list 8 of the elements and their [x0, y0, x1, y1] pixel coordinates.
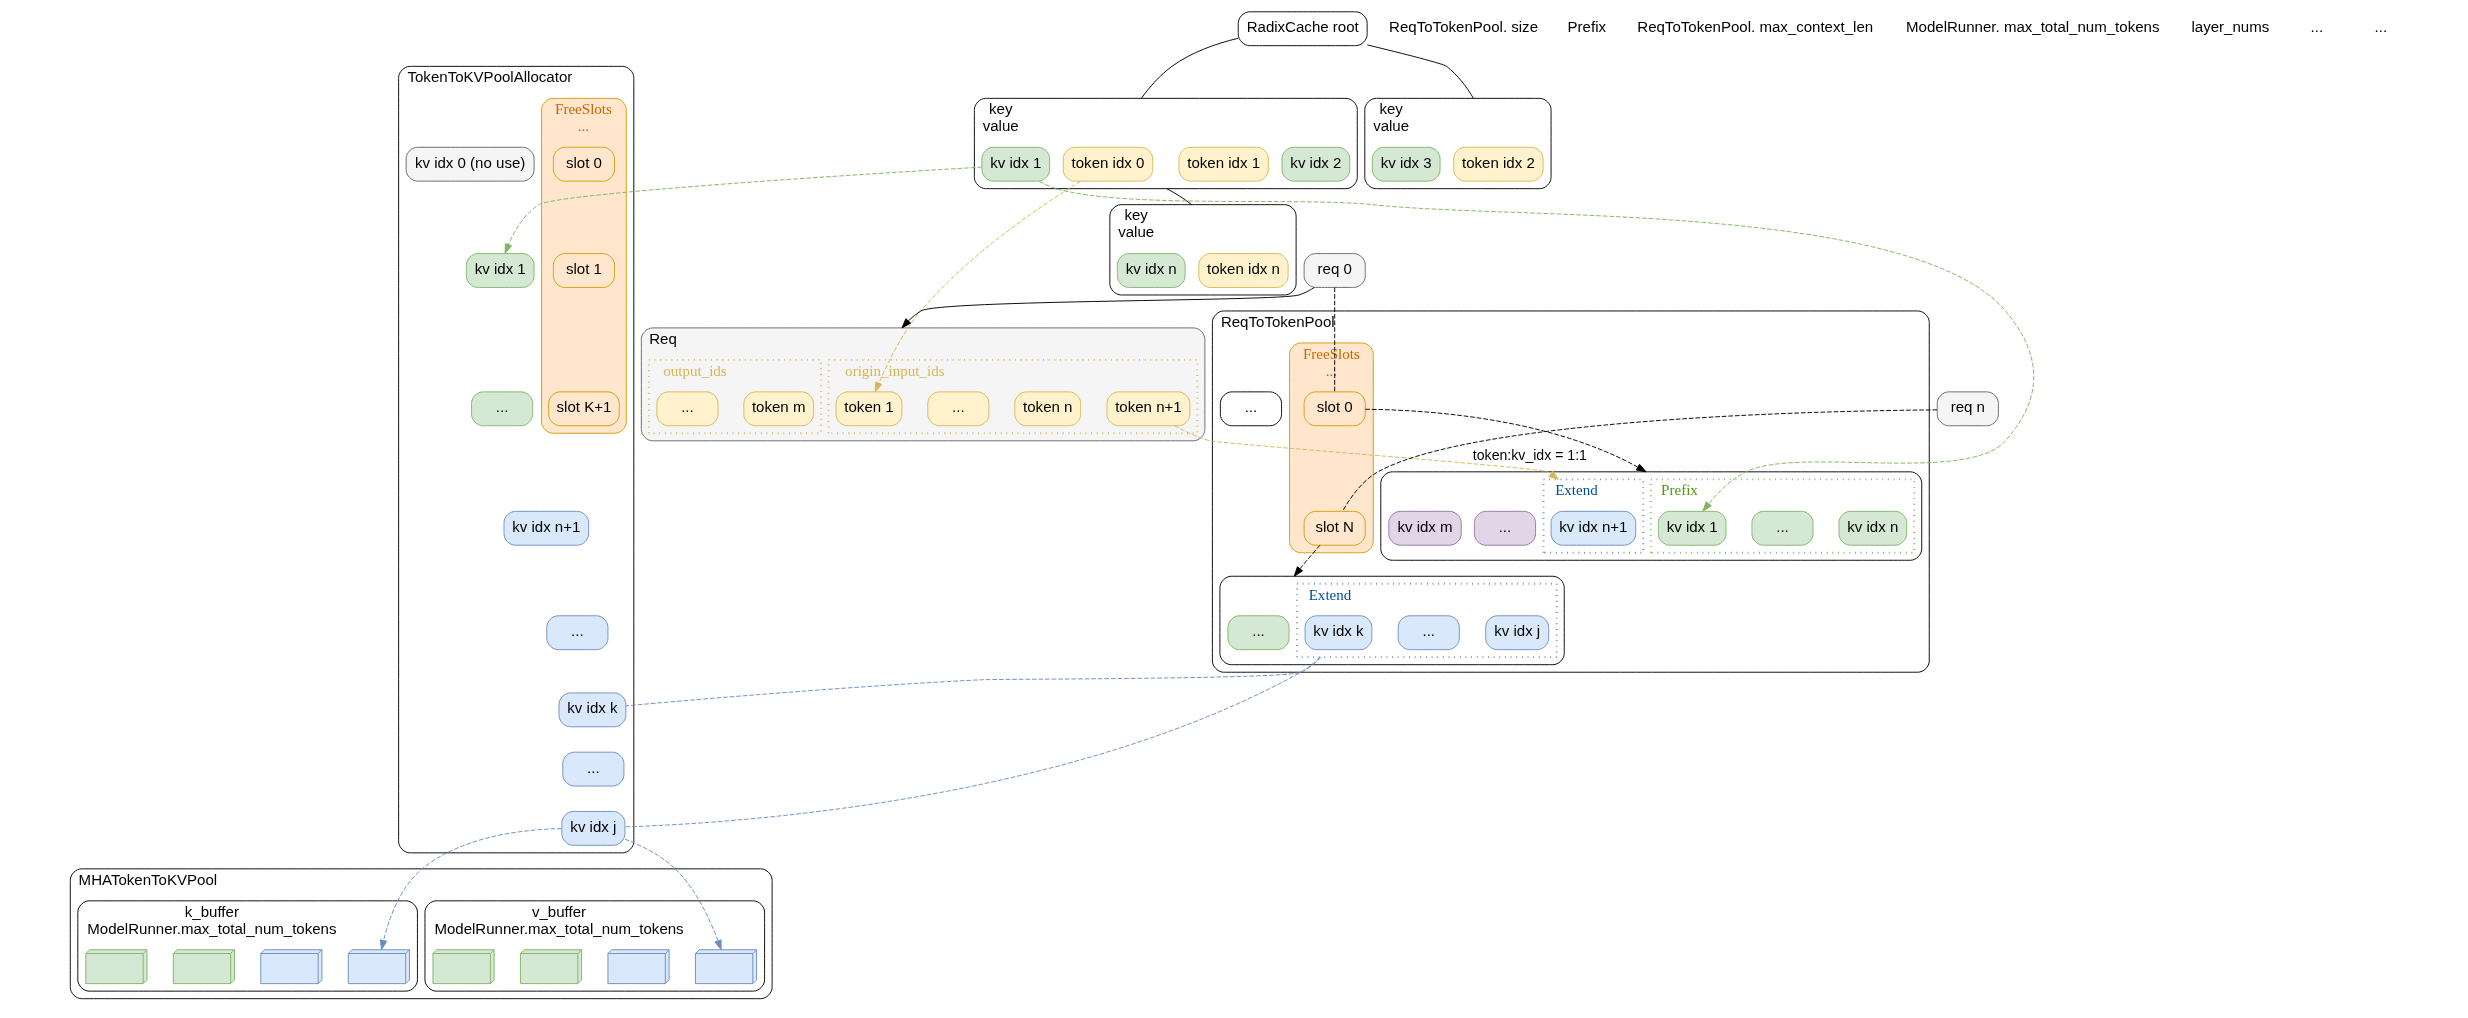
label: ModelRunner. max_total_num_tokens [1905, 18, 2159, 36]
label: Prefix [1567, 18, 1606, 36]
label: layer_nums [2190, 18, 2269, 36]
label: ReqToTokenPool. size [1388, 18, 1538, 36]
label: ReqToTokenPool. max_context_len [1636, 18, 1873, 36]
edge-label: token:kv_idx = 1:1 [1472, 446, 1587, 463]
label: ... [2310, 18, 2323, 36]
label: ... [2374, 18, 2387, 36]
